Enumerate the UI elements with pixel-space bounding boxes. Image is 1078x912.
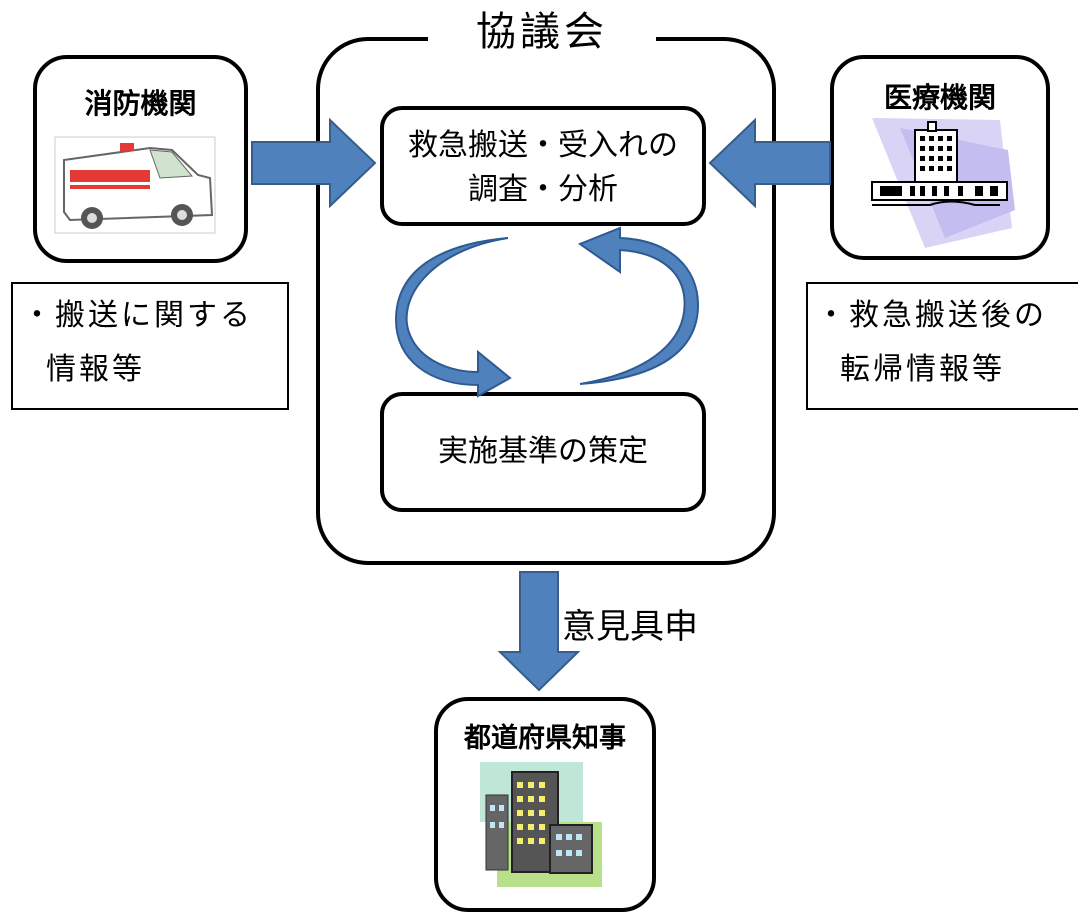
opinion-label: 意見具申 bbox=[562, 607, 698, 647]
medical-note-box bbox=[806, 282, 1078, 410]
standard-text: 実施基準の策定 bbox=[438, 434, 648, 469]
fire-dept-note-box bbox=[11, 282, 289, 410]
fire-dept-note-line1: ・搬送に関する bbox=[22, 298, 253, 333]
fire-dept-label: 消防機関 bbox=[84, 87, 197, 120]
survey-box bbox=[380, 106, 706, 226]
medical-note-line2: 転帰情報等 bbox=[840, 352, 1005, 387]
survey-line2: 調査・分析 bbox=[468, 172, 618, 207]
survey-line1: 救急搬送・受入れの bbox=[408, 128, 678, 163]
council-title: 協議会 bbox=[476, 9, 608, 55]
medical-label: 医療機関 bbox=[883, 81, 996, 114]
standard-box bbox=[380, 392, 706, 512]
governor-label: 都道府県知事 bbox=[464, 723, 626, 754]
medical-note-line1: ・救急搬送後の bbox=[816, 298, 1047, 333]
council-title-bg bbox=[428, 20, 656, 60]
fire-dept-note-line2: 情報等 bbox=[46, 352, 145, 387]
